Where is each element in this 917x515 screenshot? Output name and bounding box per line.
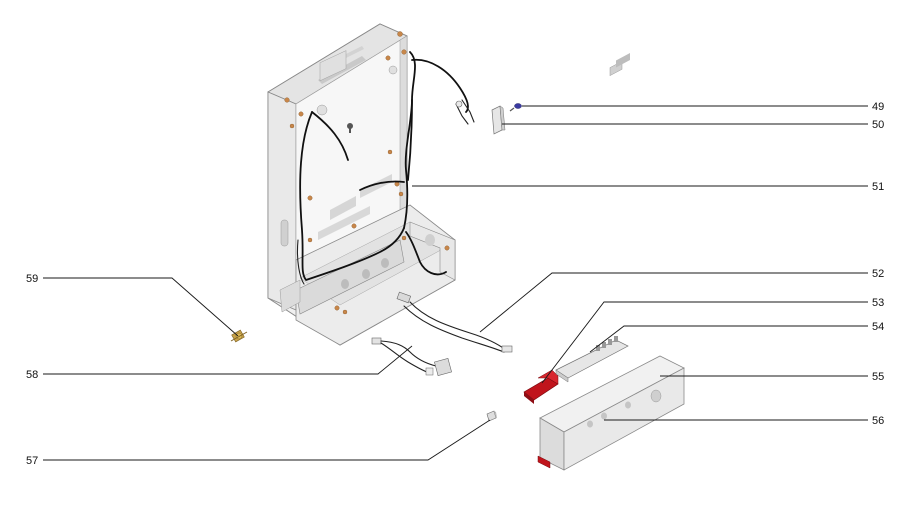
callout-58: 58 (26, 369, 38, 381)
callout-53: 53 (872, 297, 884, 309)
leader-52 (479, 272, 868, 333)
callout-55: 55 (872, 371, 884, 383)
callout-50: 50 (872, 119, 884, 131)
callout-54: 54 (872, 321, 884, 333)
part-52-cable (396, 291, 513, 353)
callout-49: 49 (872, 101, 884, 113)
callout-52: 52 (872, 268, 884, 280)
part-50-clip (491, 105, 506, 135)
leader-54 (589, 325, 868, 353)
callout-59: 59 (26, 273, 38, 285)
part-54-terminal-strip (555, 336, 629, 383)
frame-wiring-harness (296, 51, 447, 285)
part-49-screw (509, 103, 522, 112)
leader-53 (541, 301, 868, 384)
leader-lines (43, 105, 868, 461)
part-53-red-connector (523, 369, 559, 404)
callout-57: 57 (26, 455, 38, 467)
part-57-small-clip (486, 410, 497, 422)
leader-58 (43, 345, 413, 375)
leader-59 (43, 277, 239, 337)
callout-51: 51 (872, 181, 884, 193)
part-58-sensor-cable (371, 337, 452, 376)
callout-56: 56 (872, 415, 884, 427)
part-55-56-control-box (537, 53, 685, 471)
leader-57 (43, 419, 491, 461)
chassis-frame (267, 23, 456, 346)
frame-screws (284, 31, 450, 315)
callout-labels: 49 50 51 52 53 54 55 56 57 58 59 (26, 101, 884, 467)
upper-cable-loop (411, 58, 475, 125)
